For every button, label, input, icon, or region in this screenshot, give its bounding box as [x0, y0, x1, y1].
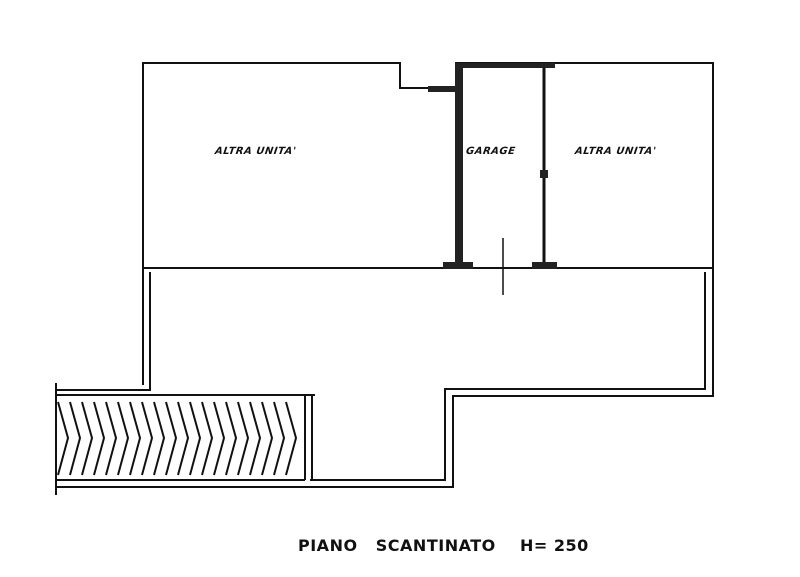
room-label-left-unit: ALTRA UNITA' — [214, 146, 298, 157]
title-height: H= 250 — [520, 536, 589, 555]
room-label-right-unit: ALTRA UNITA' — [574, 146, 658, 157]
wall-lower-inner — [56, 272, 151, 391]
title-floor: PIANO — [298, 536, 358, 555]
wall-left-unit — [142, 62, 455, 268]
ramp-hatch — [57, 401, 298, 476]
title-level: SCANTINATO — [375, 536, 496, 555]
plan-title: PIANO SCANTINATO H= 250 — [298, 536, 589, 555]
room-label-garage: GARAGE — [465, 146, 517, 157]
wall-right-unit — [455, 62, 714, 268]
